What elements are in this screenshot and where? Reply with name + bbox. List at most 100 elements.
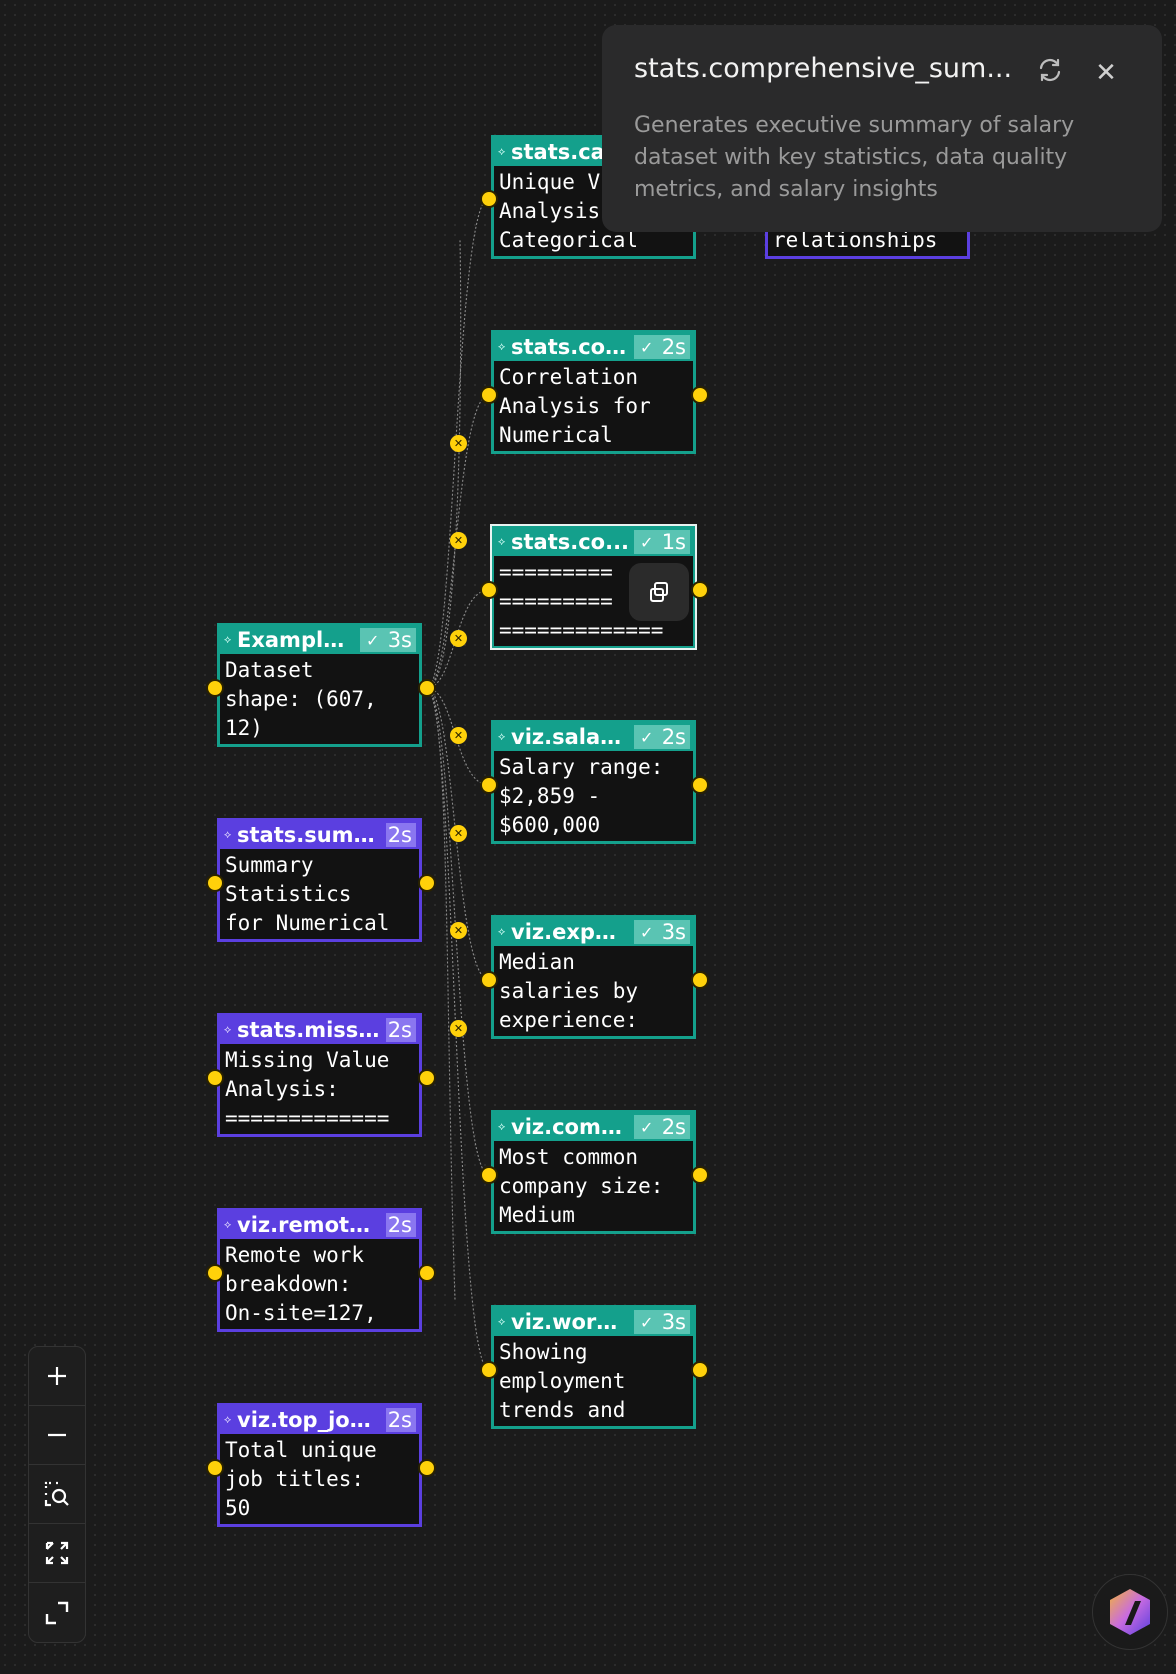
node-info-tooltip: stats.comprehensive_sum... Generates exe…	[602, 25, 1162, 232]
node-header[interactable]: ⟡ viz.comp... ✓ 2s	[494, 1113, 693, 1141]
node-header[interactable]: ⟡ stats.summ... 2s	[220, 821, 419, 849]
node-header[interactable]: ⟡ viz.experi... ✓ 3s	[494, 918, 693, 946]
run-time: 2s	[387, 1408, 412, 1432]
node-input-port[interactable]	[206, 679, 224, 697]
run-time: 2s	[387, 1018, 412, 1042]
close-icon[interactable]: ✕	[1095, 58, 1117, 88]
zoom-to-selection-button[interactable]	[29, 1465, 85, 1524]
node-header[interactable]: ⟡ viz.salary... ✓ 2s	[494, 723, 693, 751]
node-header[interactable]: ⟡ viz.remote_... 2s	[220, 1211, 419, 1239]
node-header[interactable]: ⟡ stats.cor... ✓ 2s	[494, 333, 693, 361]
node-output-port[interactable]	[418, 874, 436, 892]
run-time: 2s	[661, 725, 686, 749]
status-badge: 2s	[385, 823, 416, 847]
node-output: Unique V Analysis Categorical	[499, 170, 639, 252]
status-badge: ✓ 3s	[359, 628, 416, 652]
check-icon: ✓	[639, 1117, 654, 1137]
python-icon: ⟡	[498, 730, 506, 743]
python-icon: ⟡	[498, 535, 506, 548]
zoom-in-button[interactable]	[29, 1347, 85, 1406]
edge-delete-icon[interactable]: ✕	[450, 922, 467, 939]
node-example[interactable]: ⟡ Example ... ✓ 3s Dataset shape: (607, …	[217, 623, 422, 747]
node-output-port[interactable]	[691, 776, 709, 794]
node-stats-summary[interactable]: ⟡ stats.summ... 2s Summary Statistics fo…	[217, 818, 422, 942]
node-stats-missing[interactable]: ⟡ stats.missi... 2s Missing Value Analys…	[217, 1013, 422, 1137]
node-title: stats.co...	[511, 530, 630, 554]
node-title: viz.experi...	[511, 920, 630, 944]
node-output: Total unique job titles: 50	[225, 1438, 377, 1520]
node-input-port[interactable]	[480, 386, 498, 404]
node-output-port[interactable]	[418, 679, 436, 697]
edge-delete-icon[interactable]: ✕	[450, 630, 467, 647]
app-logo-icon	[1110, 1589, 1150, 1635]
node-output-port[interactable]	[691, 1166, 709, 1184]
node-input-port[interactable]	[480, 1166, 498, 1184]
fullscreen-button[interactable]	[29, 1583, 85, 1642]
node-input-port[interactable]	[206, 1069, 224, 1087]
zoom-out-button[interactable]	[29, 1406, 85, 1465]
check-icon: ✓	[639, 1312, 654, 1332]
node-viz-salary[interactable]: ⟡ viz.salary... ✓ 2s Salary range: $2,85…	[491, 720, 696, 844]
node-output: Summary Statistics for Numerical	[225, 853, 390, 935]
fit-view-button[interactable]	[29, 1524, 85, 1583]
node-output: Showing employment trends and	[499, 1340, 626, 1422]
status-badge: ✓ 2s	[633, 725, 690, 749]
node-output-port[interactable]	[691, 386, 709, 404]
node-output: Dataset shape: (607, 12)	[225, 658, 377, 740]
node-output-port[interactable]	[691, 581, 709, 599]
node-input-port[interactable]	[206, 1264, 224, 1282]
expand-icon	[45, 1601, 69, 1624]
edge-delete-icon[interactable]: ✕	[450, 1020, 467, 1037]
edge-delete-icon[interactable]: ✕	[450, 435, 467, 452]
edge-delete-icon[interactable]: ✕	[450, 727, 467, 744]
node-input-port[interactable]	[480, 971, 498, 989]
edge-delete-icon[interactable]: ✕	[450, 532, 467, 549]
node-input-port[interactable]	[206, 874, 224, 892]
node-viz-experience[interactable]: ⟡ viz.experi... ✓ 3s Median salaries by …	[491, 915, 696, 1039]
node-title: viz.salary...	[511, 725, 630, 749]
node-output-port[interactable]	[691, 1361, 709, 1379]
run-time: 1s	[661, 530, 686, 554]
zoom-select-icon	[44, 1481, 69, 1507]
node-header[interactable]: ⟡ stats.co... ✓ 1s	[494, 528, 693, 556]
node-header[interactable]: ⟡ Example ... ✓ 3s	[220, 626, 419, 654]
status-badge: ✓ 2s	[633, 1115, 690, 1139]
node-output: Most common company size: Medium	[499, 1145, 664, 1227]
copy-button[interactable]	[629, 563, 689, 621]
node-viz-top-jobs[interactable]: ⟡ viz.top_job... 2s Total unique job tit…	[217, 1403, 422, 1527]
node-output: Salary range: $2,859 - $600,000	[499, 755, 664, 837]
run-time: 2s	[387, 1213, 412, 1237]
edge-delete-icon[interactable]: ✕	[450, 825, 467, 842]
status-badge: 2s	[385, 1213, 416, 1237]
app-logo-button[interactable]	[1092, 1574, 1168, 1650]
refresh-icon[interactable]	[1034, 57, 1066, 89]
node-output-port[interactable]	[418, 1069, 436, 1087]
node-header[interactable]: ⟡ viz.top_job... 2s	[220, 1406, 419, 1434]
node-header[interactable]: ⟡ viz.work_... ✓ 3s	[494, 1308, 693, 1336]
node-header[interactable]: ⟡ stats.missi... 2s	[220, 1016, 419, 1044]
canvas-controls	[28, 1346, 86, 1643]
plus-icon	[48, 1367, 66, 1385]
node-viz-work[interactable]: ⟡ viz.work_... ✓ 3s Showing employment t…	[491, 1305, 696, 1429]
run-time: 2s	[387, 823, 412, 847]
python-icon: ⟡	[224, 1023, 232, 1036]
node-output: ========= ========= =============	[499, 560, 664, 642]
node-stats-correlation[interactable]: ⟡ stats.cor... ✓ 2s Correlation Analysis…	[491, 330, 696, 454]
node-title: viz.remote_...	[237, 1213, 382, 1237]
run-time: 3s	[387, 628, 412, 652]
node-title: viz.comp...	[511, 1115, 630, 1139]
node-input-port[interactable]	[480, 190, 498, 208]
node-viz-remote[interactable]: ⟡ viz.remote_... 2s Remote work breakdow…	[217, 1208, 422, 1332]
python-icon: ⟡	[498, 1315, 506, 1328]
node-input-port[interactable]	[206, 1459, 224, 1477]
node-title: viz.top_job...	[237, 1408, 382, 1432]
node-output-text: relationships	[773, 228, 938, 252]
node-input-port[interactable]	[480, 776, 498, 794]
node-input-port[interactable]	[480, 1361, 498, 1379]
node-viz-company[interactable]: ⟡ viz.comp... ✓ 2s Most common company s…	[491, 1110, 696, 1234]
node-output-port[interactable]	[418, 1459, 436, 1477]
node-output-port[interactable]	[691, 971, 709, 989]
node-output-port[interactable]	[418, 1264, 436, 1282]
node-input-port[interactable]	[480, 581, 498, 599]
python-icon: ⟡	[224, 828, 232, 841]
